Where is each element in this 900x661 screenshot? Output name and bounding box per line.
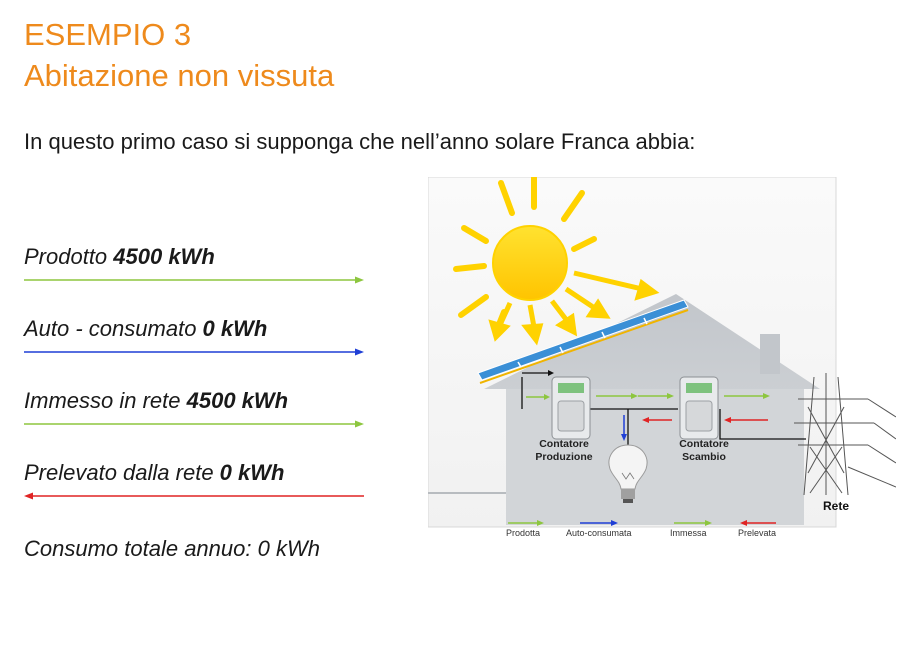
title-line-1: ESEMPIO 3 bbox=[24, 17, 192, 52]
legend-label: Prodotta bbox=[506, 528, 540, 538]
legend-label: Immessa bbox=[670, 528, 707, 538]
wiring bbox=[521, 372, 806, 445]
stat-autoconsumato: Auto - consumato 0 kWh bbox=[24, 316, 364, 356]
house-icon bbox=[428, 294, 820, 525]
stat-label: Immesso in rete bbox=[24, 388, 187, 413]
production-meter-label: Contatore bbox=[539, 438, 589, 450]
legend: Prodotta Auto-consumata Immessa Prelevat… bbox=[506, 520, 776, 538]
intro-text: In questo primo caso si supponga che nel… bbox=[24, 129, 696, 154]
stat-prelevato: Prelevato dalla rete 0 kWh bbox=[24, 460, 364, 500]
stat-value: 0 kWh bbox=[219, 460, 285, 485]
sun-icon bbox=[453, 177, 660, 346]
stat-label: Prelevato dalla rete bbox=[24, 460, 220, 485]
stat-immesso: Immesso in rete 4500 kWh bbox=[24, 388, 364, 428]
green-arrow bbox=[24, 276, 364, 284]
stat-value: 4500 kWh bbox=[186, 388, 289, 413]
green-arrow bbox=[24, 420, 364, 428]
blue-arrow bbox=[621, 415, 627, 441]
title-line-2: Abitazione non vissuta bbox=[24, 58, 335, 93]
exchange-meter-icon bbox=[679, 376, 719, 440]
grid-label: Rete bbox=[823, 499, 849, 513]
red-arrow bbox=[642, 417, 768, 423]
stat-value: 0 kWh bbox=[202, 316, 268, 341]
exchange-meter-label: Scambio bbox=[682, 451, 726, 463]
legend-label: Auto-consumata bbox=[566, 528, 632, 538]
exchange-meter-label: Contatore bbox=[679, 438, 729, 450]
total-consumption: Consumo totale annuo: 0 kWh bbox=[24, 536, 320, 561]
photovoltaic-diagram: Contatore Produzione Contatore Scambio R… bbox=[428, 177, 896, 538]
legend-label: Prelevata bbox=[738, 528, 776, 538]
blue-arrow bbox=[24, 348, 364, 356]
red-arrow bbox=[24, 492, 364, 500]
solar-panels bbox=[477, 299, 689, 384]
production-meter-label: Produzione bbox=[535, 451, 592, 463]
light-bulb-icon bbox=[608, 444, 648, 503]
production-meter-icon bbox=[551, 376, 591, 440]
stat-label: Auto - consumato bbox=[24, 316, 203, 341]
power-tower-icon bbox=[794, 373, 896, 496]
stat-value: 4500 kWh bbox=[113, 244, 215, 269]
green-arrow bbox=[526, 393, 770, 400]
stat-label: Prodotto bbox=[24, 244, 114, 269]
stat-prodotto: Prodotto 4500 kWh bbox=[24, 244, 364, 284]
